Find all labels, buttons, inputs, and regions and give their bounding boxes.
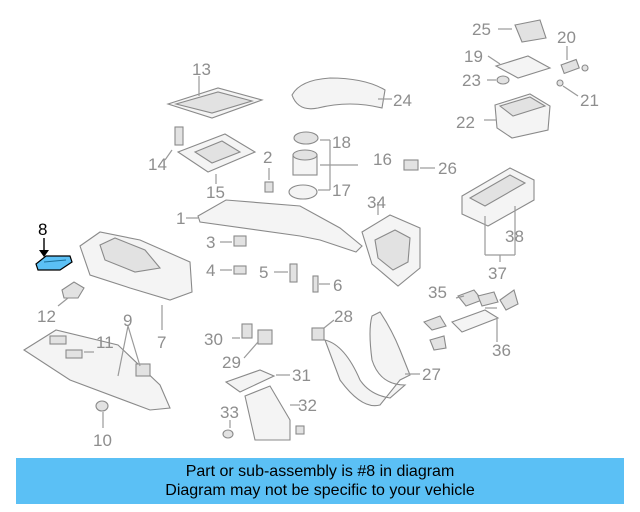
banner-line-1: Part or sub-assembly is #8 in diagram bbox=[185, 463, 455, 480]
part-23-grommet bbox=[487, 75, 510, 85]
part-12-bracket bbox=[57, 281, 85, 307]
callout-32: 32 bbox=[298, 396, 317, 415]
banner-line-2: Diagram may not be specific to your vehi… bbox=[165, 482, 475, 499]
callout-29: 29 bbox=[222, 353, 241, 372]
part-25-bracket bbox=[498, 19, 547, 43]
part-20-latch bbox=[560, 46, 589, 75]
callout-7: 7 bbox=[157, 333, 166, 352]
callout-34: 34 bbox=[367, 193, 386, 212]
callout-9: 9 bbox=[123, 311, 132, 330]
part-2-screw bbox=[264, 168, 274, 193]
callout-10: 10 bbox=[93, 431, 112, 450]
callout-28: 28 bbox=[334, 307, 353, 326]
part-16-cupholder bbox=[288, 131, 358, 200]
part-27-trim bbox=[324, 311, 420, 407]
part-15-bezel bbox=[176, 133, 257, 184]
part-22-bin bbox=[484, 93, 551, 139]
callout-37: 37 bbox=[488, 264, 507, 283]
part-31-bracket bbox=[224, 369, 290, 393]
callout-20: 20 bbox=[557, 28, 576, 47]
callout-31: 31 bbox=[292, 366, 311, 385]
callout-8: 8 bbox=[38, 220, 47, 239]
callout-13: 13 bbox=[192, 60, 211, 79]
part-35-bracket bbox=[423, 289, 519, 351]
part-14-clip bbox=[164, 126, 184, 161]
callout-22: 22 bbox=[456, 113, 475, 132]
callout-2: 2 bbox=[263, 148, 272, 167]
callout-19: 19 bbox=[464, 47, 483, 66]
callout-21: 21 bbox=[580, 91, 599, 110]
part-6-pin bbox=[312, 275, 330, 293]
info-banner: Part or sub-assembly is #8 in diagram Di… bbox=[16, 458, 624, 504]
callout-36: 36 bbox=[492, 341, 511, 360]
part-19-cover bbox=[487, 55, 552, 79]
callout-30: 30 bbox=[204, 330, 223, 349]
part-24-lid bbox=[291, 77, 392, 110]
part-26-switch bbox=[403, 159, 435, 171]
part-9-side-panel bbox=[22, 325, 171, 411]
callout-15: 15 bbox=[206, 183, 225, 202]
part-13-tray bbox=[166, 76, 264, 119]
callout-11: 11 bbox=[96, 333, 114, 352]
part-3-clip bbox=[220, 235, 247, 247]
callout-4: 4 bbox=[206, 261, 215, 280]
part-38-tray bbox=[461, 167, 535, 262]
callout-23: 23 bbox=[462, 71, 481, 90]
callout-6: 6 bbox=[333, 276, 342, 295]
callout-16: 16 bbox=[373, 150, 392, 169]
part-5-bolt bbox=[274, 263, 298, 283]
part-10-grommet bbox=[95, 400, 109, 428]
callout-5: 5 bbox=[259, 263, 268, 282]
callout-35: 35 bbox=[428, 283, 447, 302]
callout-18: 18 bbox=[332, 133, 351, 152]
part-1-panel bbox=[186, 199, 363, 253]
part-7-console-base bbox=[79, 231, 193, 330]
callout-25: 25 bbox=[472, 20, 491, 39]
part-4-clip bbox=[220, 265, 247, 275]
callout-38: 38 bbox=[505, 227, 524, 246]
callout-17: 17 bbox=[332, 181, 351, 200]
callout-27: 27 bbox=[422, 365, 441, 384]
part-33-panel bbox=[222, 385, 305, 441]
callout-3: 3 bbox=[206, 233, 215, 252]
callout-14: 14 bbox=[148, 155, 167, 174]
part-8-highlighted bbox=[35, 238, 73, 271]
part-30-switch bbox=[232, 323, 273, 359]
part-28-clip bbox=[311, 319, 335, 341]
callout-12: 12 bbox=[37, 307, 56, 326]
part-34-trim bbox=[361, 202, 421, 287]
callout-24: 24 bbox=[393, 91, 412, 110]
callout-26: 26 bbox=[438, 159, 457, 178]
callout-33: 33 bbox=[220, 403, 239, 422]
part-21-spring bbox=[556, 79, 579, 97]
callout-1: 1 bbox=[176, 209, 185, 228]
